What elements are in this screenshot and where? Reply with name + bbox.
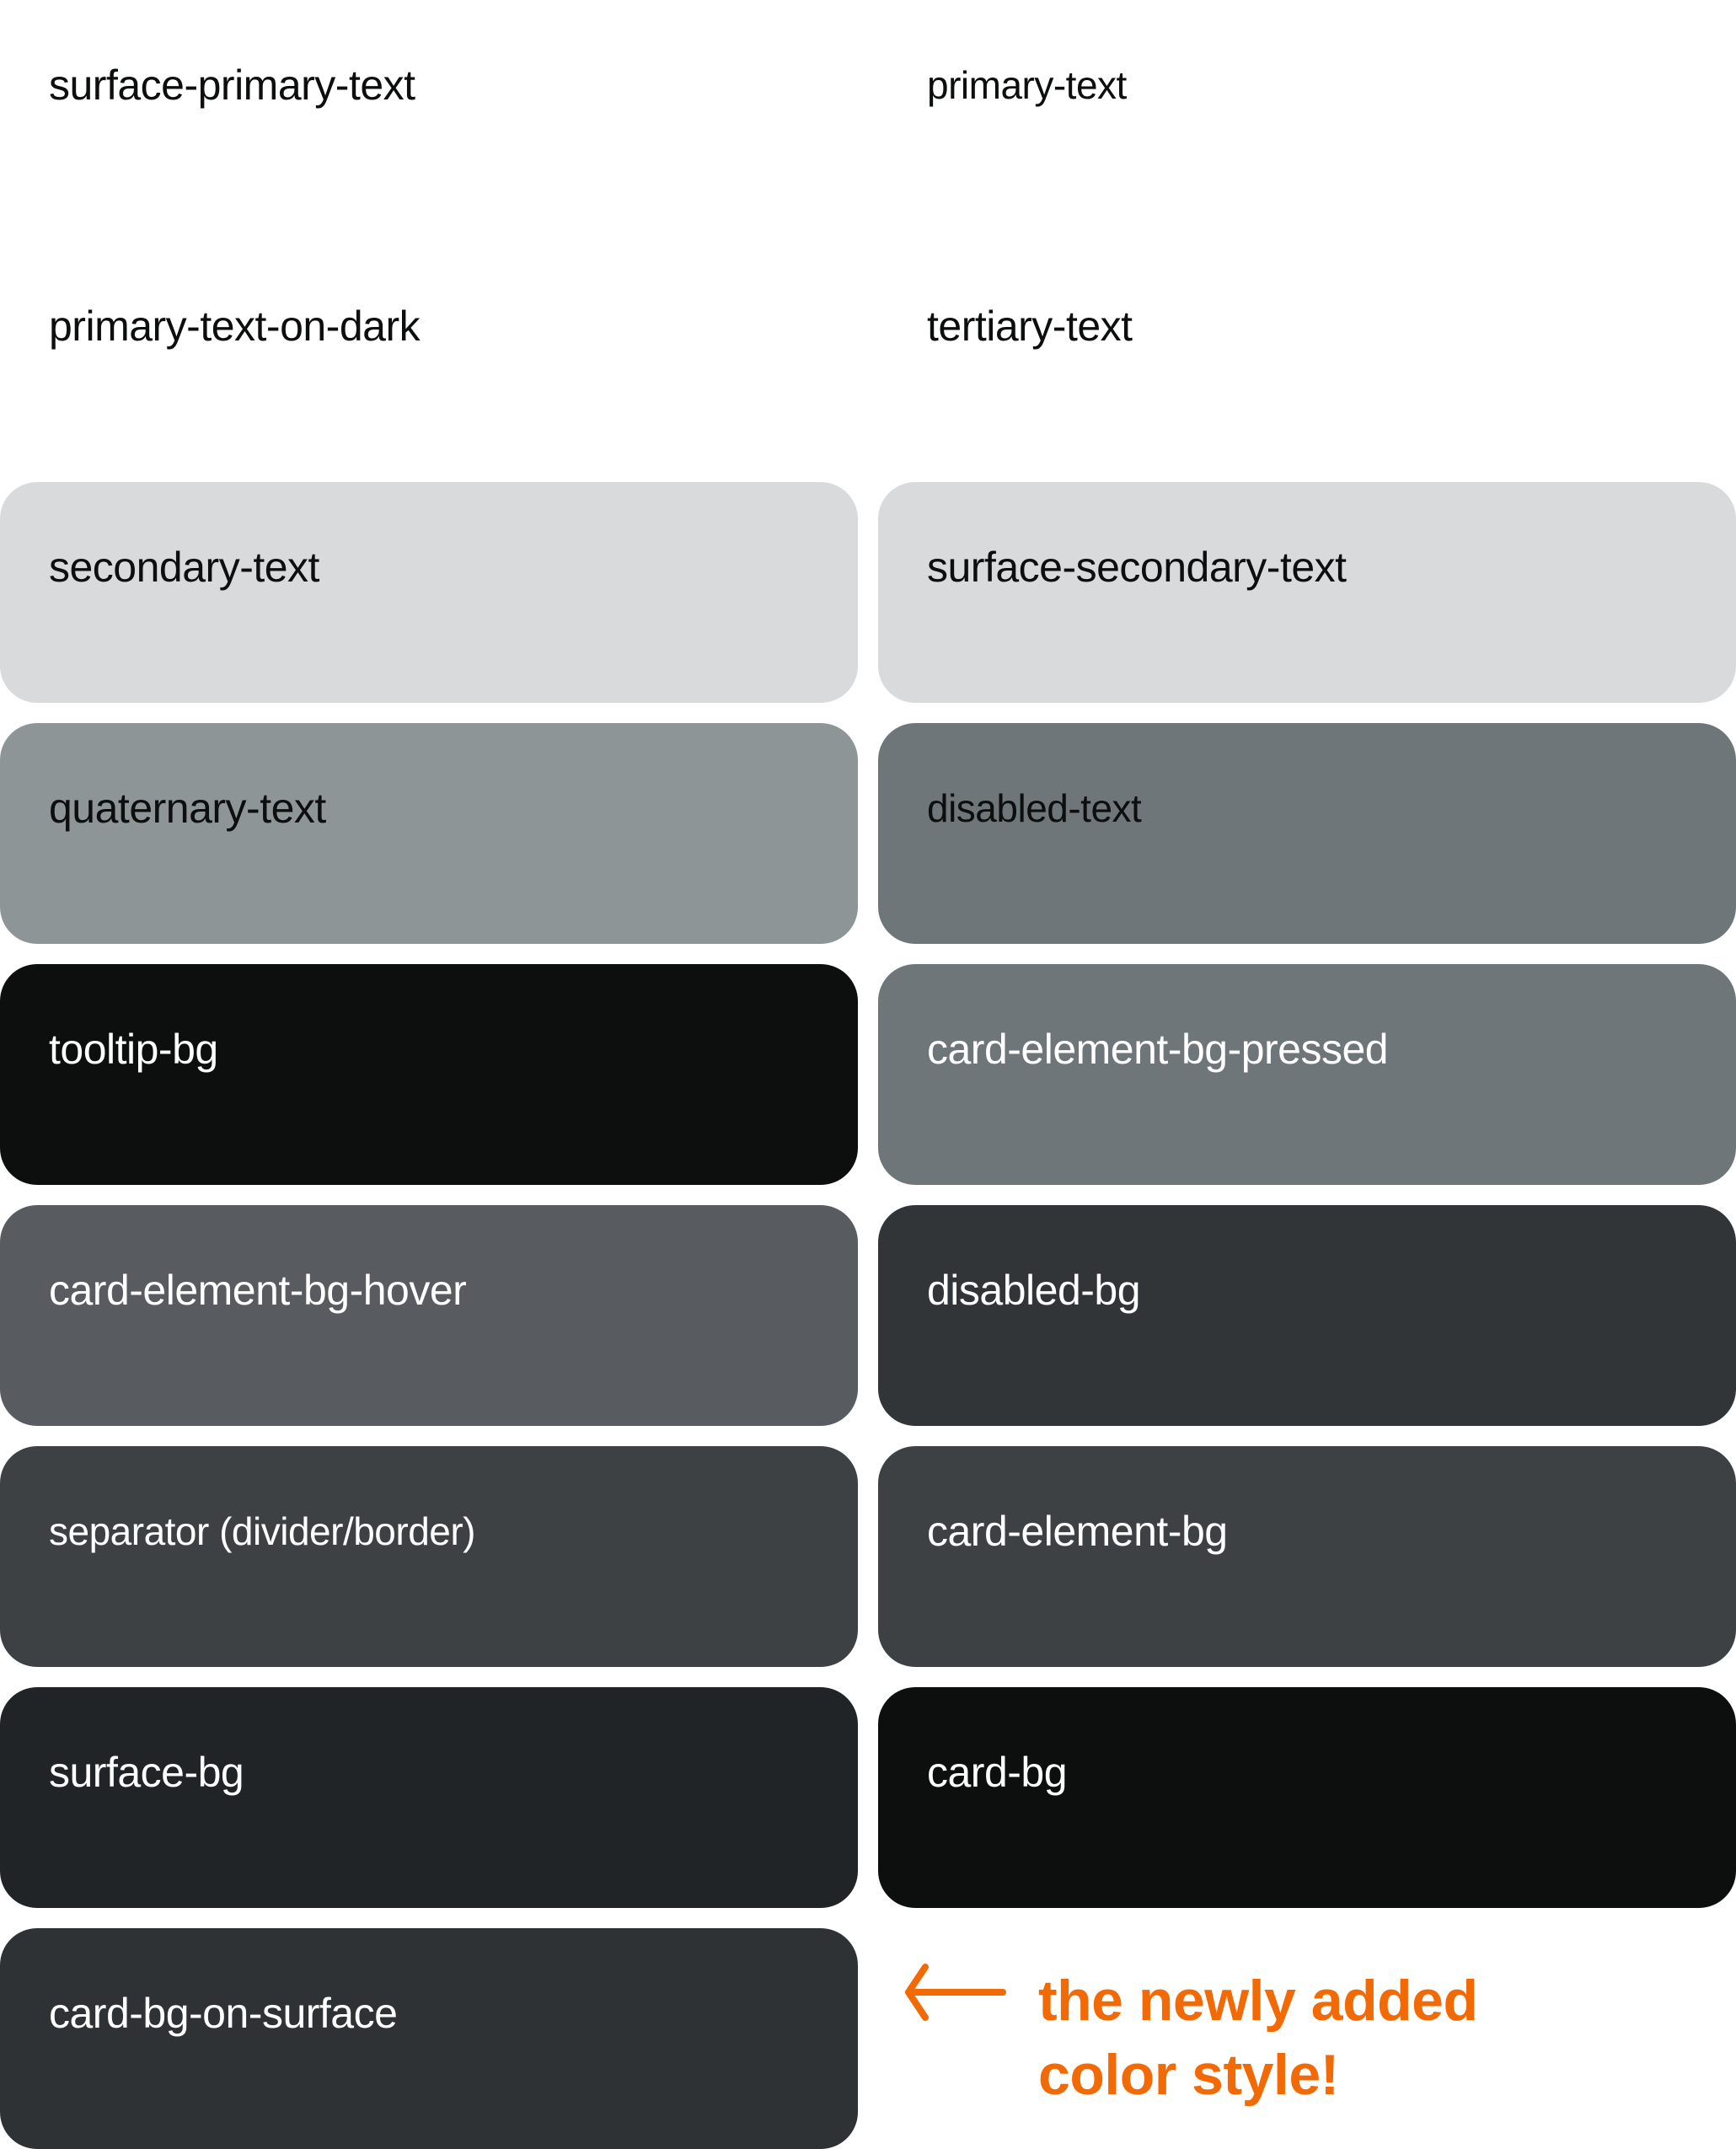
- color-swatch-disabled-bg: disabled-bg: [878, 1205, 1736, 1426]
- color-swatch-separator-divider-border: separator (divider/border): [0, 1446, 858, 1667]
- swatch-label: card-bg-on-surface: [49, 1990, 398, 2037]
- color-swatch-card-element-bg-hover: card-element-bg-hover: [0, 1205, 858, 1426]
- color-swatch-disabled-text: disabled-text: [878, 723, 1736, 944]
- color-swatch-card-bg: card-bg: [878, 1687, 1736, 1908]
- color-swatch-tertiary-text: tertiary-text: [878, 241, 1736, 462]
- swatch-label: card-element-bg-hover: [49, 1267, 467, 1314]
- color-swatch-primary-text-on-dark: primary-text-on-dark: [0, 241, 858, 462]
- color-swatch-secondary-text: secondary-text: [0, 482, 858, 703]
- swatch-label: disabled-text: [927, 786, 1142, 830]
- swatch-label: quaternary-text: [49, 785, 326, 832]
- color-swatch-surface-secondary-text: surface-secondary-text: [878, 482, 1736, 703]
- new-style-annotation: the newly added color style!: [902, 1964, 1478, 2107]
- color-swatch-card-bg-on-surface: card-bg-on-surface: [0, 1928, 858, 2149]
- color-swatch-surface-primary-text: surface-primary-text: [0, 0, 858, 221]
- arrow-left-icon: [905, 1964, 1006, 2021]
- swatch-label: disabled-bg: [927, 1267, 1141, 1314]
- color-swatch-primary-text: primary-text: [878, 0, 1736, 221]
- swatch-label: surface-bg: [49, 1749, 244, 1796]
- swatch-label: secondary-text: [49, 544, 319, 591]
- swatch-label: tertiary-text: [927, 303, 1133, 350]
- swatch-label: surface-primary-text: [49, 62, 415, 109]
- color-swatch-surface-bg: surface-bg: [0, 1687, 858, 1908]
- swatch-label: primary-text: [927, 63, 1127, 107]
- swatch-label: surface-secondary-text: [927, 544, 1347, 591]
- color-swatch-card-element-bg: card-element-bg: [878, 1446, 1736, 1667]
- annotation-text: the newly added color style!: [1038, 1969, 1478, 2107]
- swatch-label: card-element-bg: [927, 1508, 1228, 1555]
- swatch-label: primary-text-on-dark: [49, 303, 421, 350]
- color-swatch-card-element-bg-pressed: card-element-bg-pressed: [878, 964, 1736, 1185]
- color-swatch-quaternary-text: quaternary-text: [0, 723, 858, 944]
- swatch-label: card-bg: [927, 1749, 1068, 1796]
- swatch-label: tooltip-bg: [49, 1026, 218, 1073]
- swatch-label: card-element-bg-pressed: [927, 1026, 1389, 1073]
- color-swatch-tooltip-bg: tooltip-bg: [0, 964, 858, 1185]
- swatch-label: separator (divider/border): [49, 1509, 476, 1553]
